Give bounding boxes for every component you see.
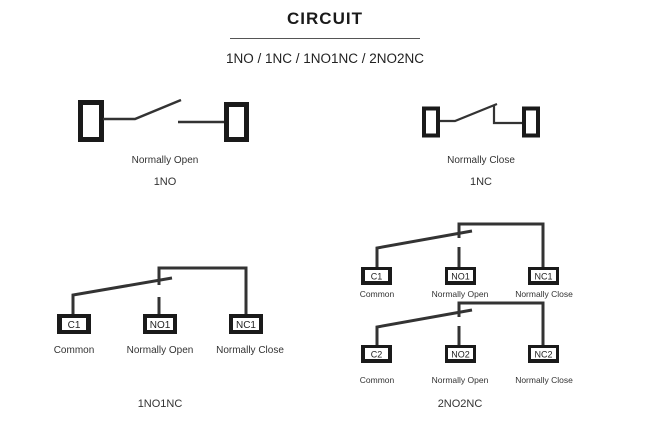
page-subtitle: 1NO / 1NC / 1NO1NC / 2NO2NC bbox=[225, 51, 425, 66]
nc-right-terminal bbox=[522, 106, 540, 138]
nc-code: 1NC bbox=[469, 176, 492, 188]
nc-left-terminal bbox=[422, 106, 440, 138]
nc-right-lead bbox=[492, 105, 522, 125]
terminal-no1-tag: NO1 bbox=[150, 320, 171, 331]
g1-nc-lead bbox=[457, 222, 545, 267]
page-title: CIRCUIT bbox=[287, 9, 363, 28]
terminal-c1-tag: C1 bbox=[68, 320, 81, 331]
no1nc-code: 1NO1NC bbox=[137, 398, 183, 410]
no-left-terminal bbox=[78, 100, 104, 142]
no1nc-label-no: Normally Open bbox=[126, 345, 194, 356]
terminal-c1-2-tag: C1 bbox=[371, 272, 383, 282]
g2-nc-lead bbox=[457, 301, 545, 345]
nc-description: Normally Close bbox=[447, 155, 515, 166]
title-divider bbox=[230, 38, 420, 39]
diagram-2no2nc-group1: C1 NO1 NC1 bbox=[361, 222, 559, 285]
g1-label-common: Common bbox=[359, 289, 395, 299]
no-right-terminal bbox=[224, 102, 249, 142]
terminal-no1-2-tag: NO1 bbox=[451, 272, 470, 282]
no-description: Normally Open bbox=[131, 155, 199, 166]
terminal-no2-tag: NO2 bbox=[451, 350, 470, 360]
no1nc-nc-lead bbox=[157, 266, 248, 314]
g2-label-common: Common bbox=[359, 375, 395, 385]
diagram-1nc bbox=[422, 102, 540, 138]
g1-common-arm bbox=[375, 229, 473, 267]
no-switch-arm bbox=[103, 98, 182, 121]
g2-common-arm bbox=[375, 308, 473, 345]
no2nc-code: 2NO2NC bbox=[437, 398, 483, 410]
no1nc-label-common: Common bbox=[53, 345, 95, 356]
diagram-1no bbox=[78, 98, 249, 142]
terminal-nc2-tag: NC2 bbox=[534, 350, 552, 360]
no1nc-label-nc: Normally Close bbox=[216, 345, 284, 356]
g1-label-nc: Normally Close bbox=[515, 289, 573, 299]
diagram-2no2nc-group2: C2 NO2 NC2 bbox=[361, 301, 559, 363]
diagram-1no1nc: C1 NO1 NC1 bbox=[57, 266, 263, 334]
g2-label-nc: Normally Close bbox=[515, 375, 573, 385]
terminal-c2-tag: C2 bbox=[371, 350, 383, 360]
no1nc-common-arm bbox=[71, 276, 173, 314]
g1-label-no: Normally Open bbox=[431, 289, 489, 299]
terminal-nc1-2-tag: NC1 bbox=[534, 272, 552, 282]
no-code: 1NO bbox=[153, 176, 177, 188]
nc-switch-arm bbox=[440, 102, 498, 123]
terminal-nc1-tag: NC1 bbox=[236, 320, 256, 331]
g2-label-no: Normally Open bbox=[431, 375, 489, 385]
